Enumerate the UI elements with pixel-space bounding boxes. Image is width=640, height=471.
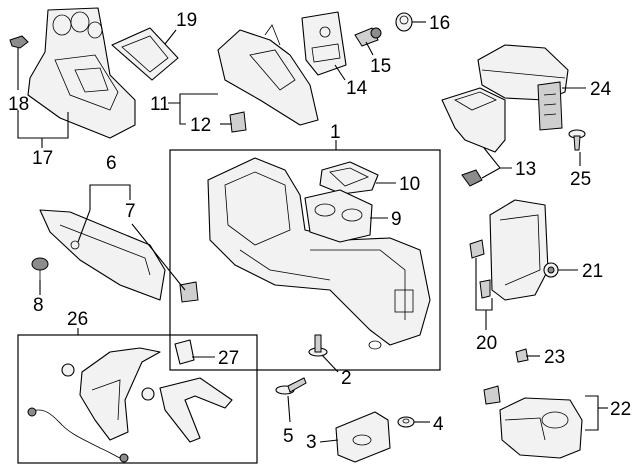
clip-part-7 (179, 281, 199, 303)
callout-16: 16 (429, 13, 450, 34)
rear-storage-part-22 (499, 397, 583, 459)
bolt-part-2 (308, 334, 328, 357)
armrest-hinge (537, 81, 563, 131)
leader-lines (17, 21, 608, 443)
bolt-part-5 (275, 377, 307, 395)
clip-part-18 (9, 35, 29, 49)
console-group-frame (169, 149, 441, 371)
storage-bin (441, 87, 506, 153)
callout-3: 3 (306, 432, 317, 453)
nut-part-4 (397, 416, 415, 428)
callout-1: 1 (330, 122, 341, 143)
callout-10: 10 (399, 174, 420, 195)
cup-holder-part-9 (304, 189, 373, 243)
callout-20: 20 (476, 333, 497, 354)
callout-4: 4 (433, 414, 444, 435)
socket-cap (395, 12, 413, 32)
bracket-part-3 (335, 411, 391, 463)
clip-part-23 (515, 348, 529, 363)
callout-19: 19 (176, 10, 197, 31)
clip-part-20 (469, 239, 491, 299)
callout-18: 18 (8, 94, 29, 115)
callout-23: 23 (544, 347, 565, 368)
console-body (207, 157, 431, 350)
console-tray-part-10 (319, 161, 379, 195)
brake-handle-cover (159, 377, 233, 443)
callout-11: 11 (150, 94, 170, 115)
callout-7: 7 (125, 201, 136, 222)
clip-part-22 (483, 385, 501, 405)
retainer-part-12 (229, 111, 247, 133)
callout-17: 17 (32, 148, 53, 169)
parking-brake-group-frame (17, 334, 258, 464)
callout-15: 15 (370, 56, 391, 77)
callout-8: 8 (33, 295, 44, 316)
callout-24: 24 (590, 79, 612, 100)
power-socket (354, 27, 382, 47)
callout-labels: 1 2 3 4 5 6 7 8 9 10 11 12 13 14 15 16 1… (8, 10, 631, 453)
screw-part-25 (568, 129, 586, 151)
switch-panel (301, 11, 347, 76)
side-panel (39, 209, 166, 301)
callout-25: 25 (570, 169, 591, 190)
callout-14: 14 (346, 78, 368, 99)
brake-nut (61, 363, 155, 401)
shifter-bezel-trim (27, 7, 136, 139)
callout-27: 27 (218, 348, 239, 369)
callout-21: 21 (582, 261, 603, 282)
rear-trim-panel (489, 199, 549, 301)
brake-switch-part-27 (174, 339, 195, 365)
power-outlet-part-21 (543, 262, 559, 278)
callout-6: 6 (106, 153, 117, 174)
bezel-insert (111, 27, 179, 81)
callout-13: 13 (515, 159, 536, 180)
callout-12: 12 (190, 115, 211, 136)
callout-26: 26 (67, 309, 88, 330)
clip-part-13 (461, 169, 483, 187)
upper-trim-panel (217, 24, 319, 126)
callout-2: 2 (341, 368, 352, 389)
callout-9: 9 (391, 209, 402, 230)
push-pin-part-8 (31, 257, 49, 280)
brake-cable (27, 407, 129, 463)
callout-22: 22 (610, 399, 631, 420)
callout-5: 5 (283, 426, 294, 447)
parking-brake-lever (79, 347, 161, 441)
